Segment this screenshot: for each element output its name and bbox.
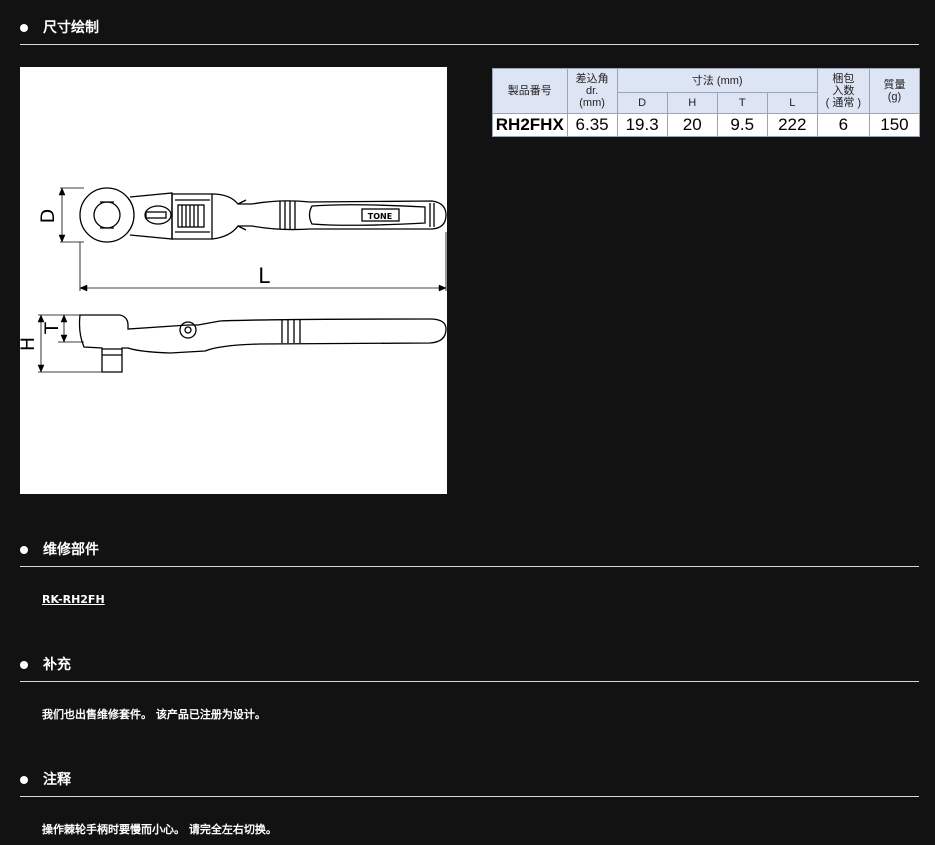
header-d: D [616, 92, 668, 114]
technical-drawing: D L H T TONE [20, 67, 447, 494]
section-header-drawing: 尺寸绘制 [20, 8, 919, 45]
notes-text: 操作棘轮手柄时要慢而小心。 请完全左右切换。 [42, 823, 277, 836]
section-title-drawing: 尺寸绘制 [43, 20, 99, 36]
header-model: 製品番号 [492, 68, 568, 114]
section-title-parts: 维修部件 [43, 542, 99, 558]
supplement-text: 我们也出售维修套件。 该产品已注册为设计。 [42, 708, 266, 721]
brand-logo-text: TONE [368, 212, 392, 221]
table-row: RH2FHX 6.35 19.3 20 9.5 222 6 150 [492, 113, 921, 137]
cell-t: 9.5 [716, 113, 768, 137]
section-header-supplement: 补充 [20, 645, 919, 682]
header-weight: 質量 (g) [868, 68, 921, 114]
bullet-icon [20, 661, 28, 669]
spec-table: 製品番号 差込角 dr. (mm) 寸法 (mm) 梱包 入数 ( 通常 ) 質… [492, 68, 921, 137]
header-h: H [666, 92, 718, 114]
section-title-supplement: 补充 [43, 657, 71, 673]
cell-model: RH2FHX [492, 113, 568, 137]
cell-drive: 6.35 [566, 113, 618, 137]
dimension-label-d: D [37, 209, 59, 224]
section-header-notes: 注释 [20, 760, 919, 797]
bullet-icon [20, 776, 28, 784]
dimension-label-t: T [41, 322, 63, 335]
section-header-parts: 维修部件 [20, 530, 919, 567]
section-title-notes: 注释 [43, 772, 71, 788]
header-t: T [716, 92, 768, 114]
cell-d: 19.3 [616, 113, 668, 137]
header-pack-qty: 梱包 入数 ( 通常 ) [816, 68, 870, 114]
bullet-icon [20, 546, 28, 554]
cell-pack: 6 [816, 113, 870, 137]
header-dimensions: 寸法 (mm) [616, 68, 818, 93]
cell-h: 20 [666, 113, 718, 137]
ratchet-drawing-svg: D L H T TONE [20, 187, 447, 373]
dimension-label-h: H [20, 337, 39, 351]
repair-kit-link[interactable]: RK-RH2FH [42, 593, 105, 606]
dimension-label-l: L [258, 264, 270, 288]
ratchet-head-outline [79, 187, 135, 243]
cell-l: 222 [766, 113, 818, 137]
header-l: L [766, 92, 818, 114]
cell-weight: 150 [868, 113, 921, 137]
bullet-icon [20, 24, 28, 32]
header-drive: 差込角 dr. (mm) [566, 68, 618, 114]
